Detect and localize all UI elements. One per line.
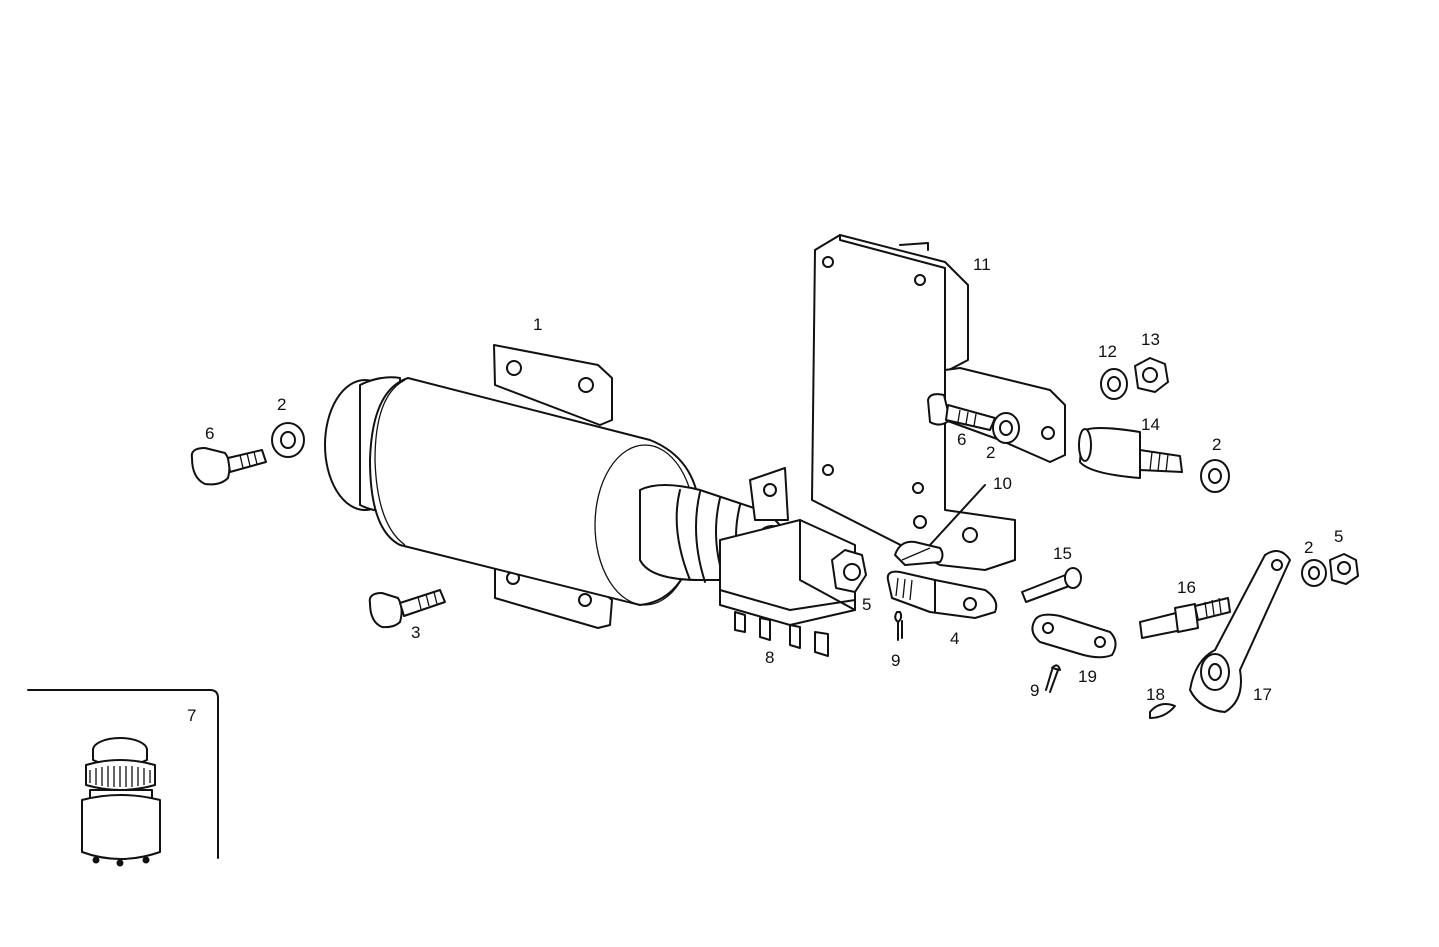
solenoid-body — [324, 344, 701, 629]
label-part-16: 16 — [1177, 578, 1196, 597]
label-part-5-far-right: 5 — [1334, 527, 1344, 546]
label-part-10: 10 — [993, 474, 1012, 493]
push-switch-7 — [27, 689, 219, 867]
threaded-pin-16 — [1139, 597, 1231, 639]
washer-2-right — [1200, 459, 1230, 493]
nut-13 — [1134, 357, 1169, 393]
label-part-6-left: 6 — [205, 424, 215, 443]
label-part-12: 12 — [1098, 342, 1117, 361]
label-part-7: 7 — [187, 706, 197, 725]
label-part-8: 8 — [765, 648, 775, 667]
bolt-3 — [368, 589, 446, 629]
label-part-2-right: 2 — [1212, 435, 1222, 454]
label-part-9-right: 9 — [1030, 681, 1040, 700]
relay-8 — [719, 467, 856, 657]
label-part-19: 19 — [1078, 667, 1097, 686]
spacer-stud-14 — [1078, 427, 1183, 479]
bolt-6-bracket — [927, 393, 996, 431]
label-part-1: 1 — [533, 315, 543, 334]
screw-10 — [894, 484, 986, 566]
pin-15 — [1021, 567, 1082, 603]
washer-2-far-right — [1301, 559, 1327, 587]
bracket-plate-11 — [811, 234, 1066, 571]
washer-2-bracket — [992, 412, 1020, 444]
label-part-17: 17 — [1253, 685, 1272, 704]
washer-12 — [1100, 368, 1128, 400]
label-part-15: 15 — [1053, 544, 1072, 563]
label-part-11: 11 — [973, 255, 991, 274]
cotter-pin-9-right — [1045, 664, 1061, 693]
label-part-9-center: 9 — [891, 651, 901, 670]
label-part-4: 4 — [950, 629, 960, 648]
bolt-6-left — [190, 447, 267, 486]
cotter-pin-9-center — [894, 611, 903, 641]
label-part-3: 3 — [411, 623, 421, 642]
label-part-6-bracket: 6 — [957, 430, 967, 449]
lever-17 — [1189, 550, 1291, 713]
label-part-14: 14 — [1141, 415, 1160, 434]
washer-2-left — [271, 422, 305, 458]
label-part-2-bracket: 2 — [986, 443, 996, 462]
label-part-13: 13 — [1141, 330, 1160, 349]
label-part-5-center: 5 — [862, 595, 872, 614]
key-18 — [1149, 703, 1176, 719]
link-plate-19 — [1031, 613, 1117, 659]
label-part-2-far-right: 2 — [1304, 538, 1314, 557]
clevis-4 — [886, 570, 998, 619]
label-part-2-left: 2 — [277, 395, 287, 414]
nut-5-far-right — [1329, 553, 1359, 585]
label-part-18: 18 — [1146, 685, 1165, 704]
nut-5-center — [831, 549, 867, 593]
